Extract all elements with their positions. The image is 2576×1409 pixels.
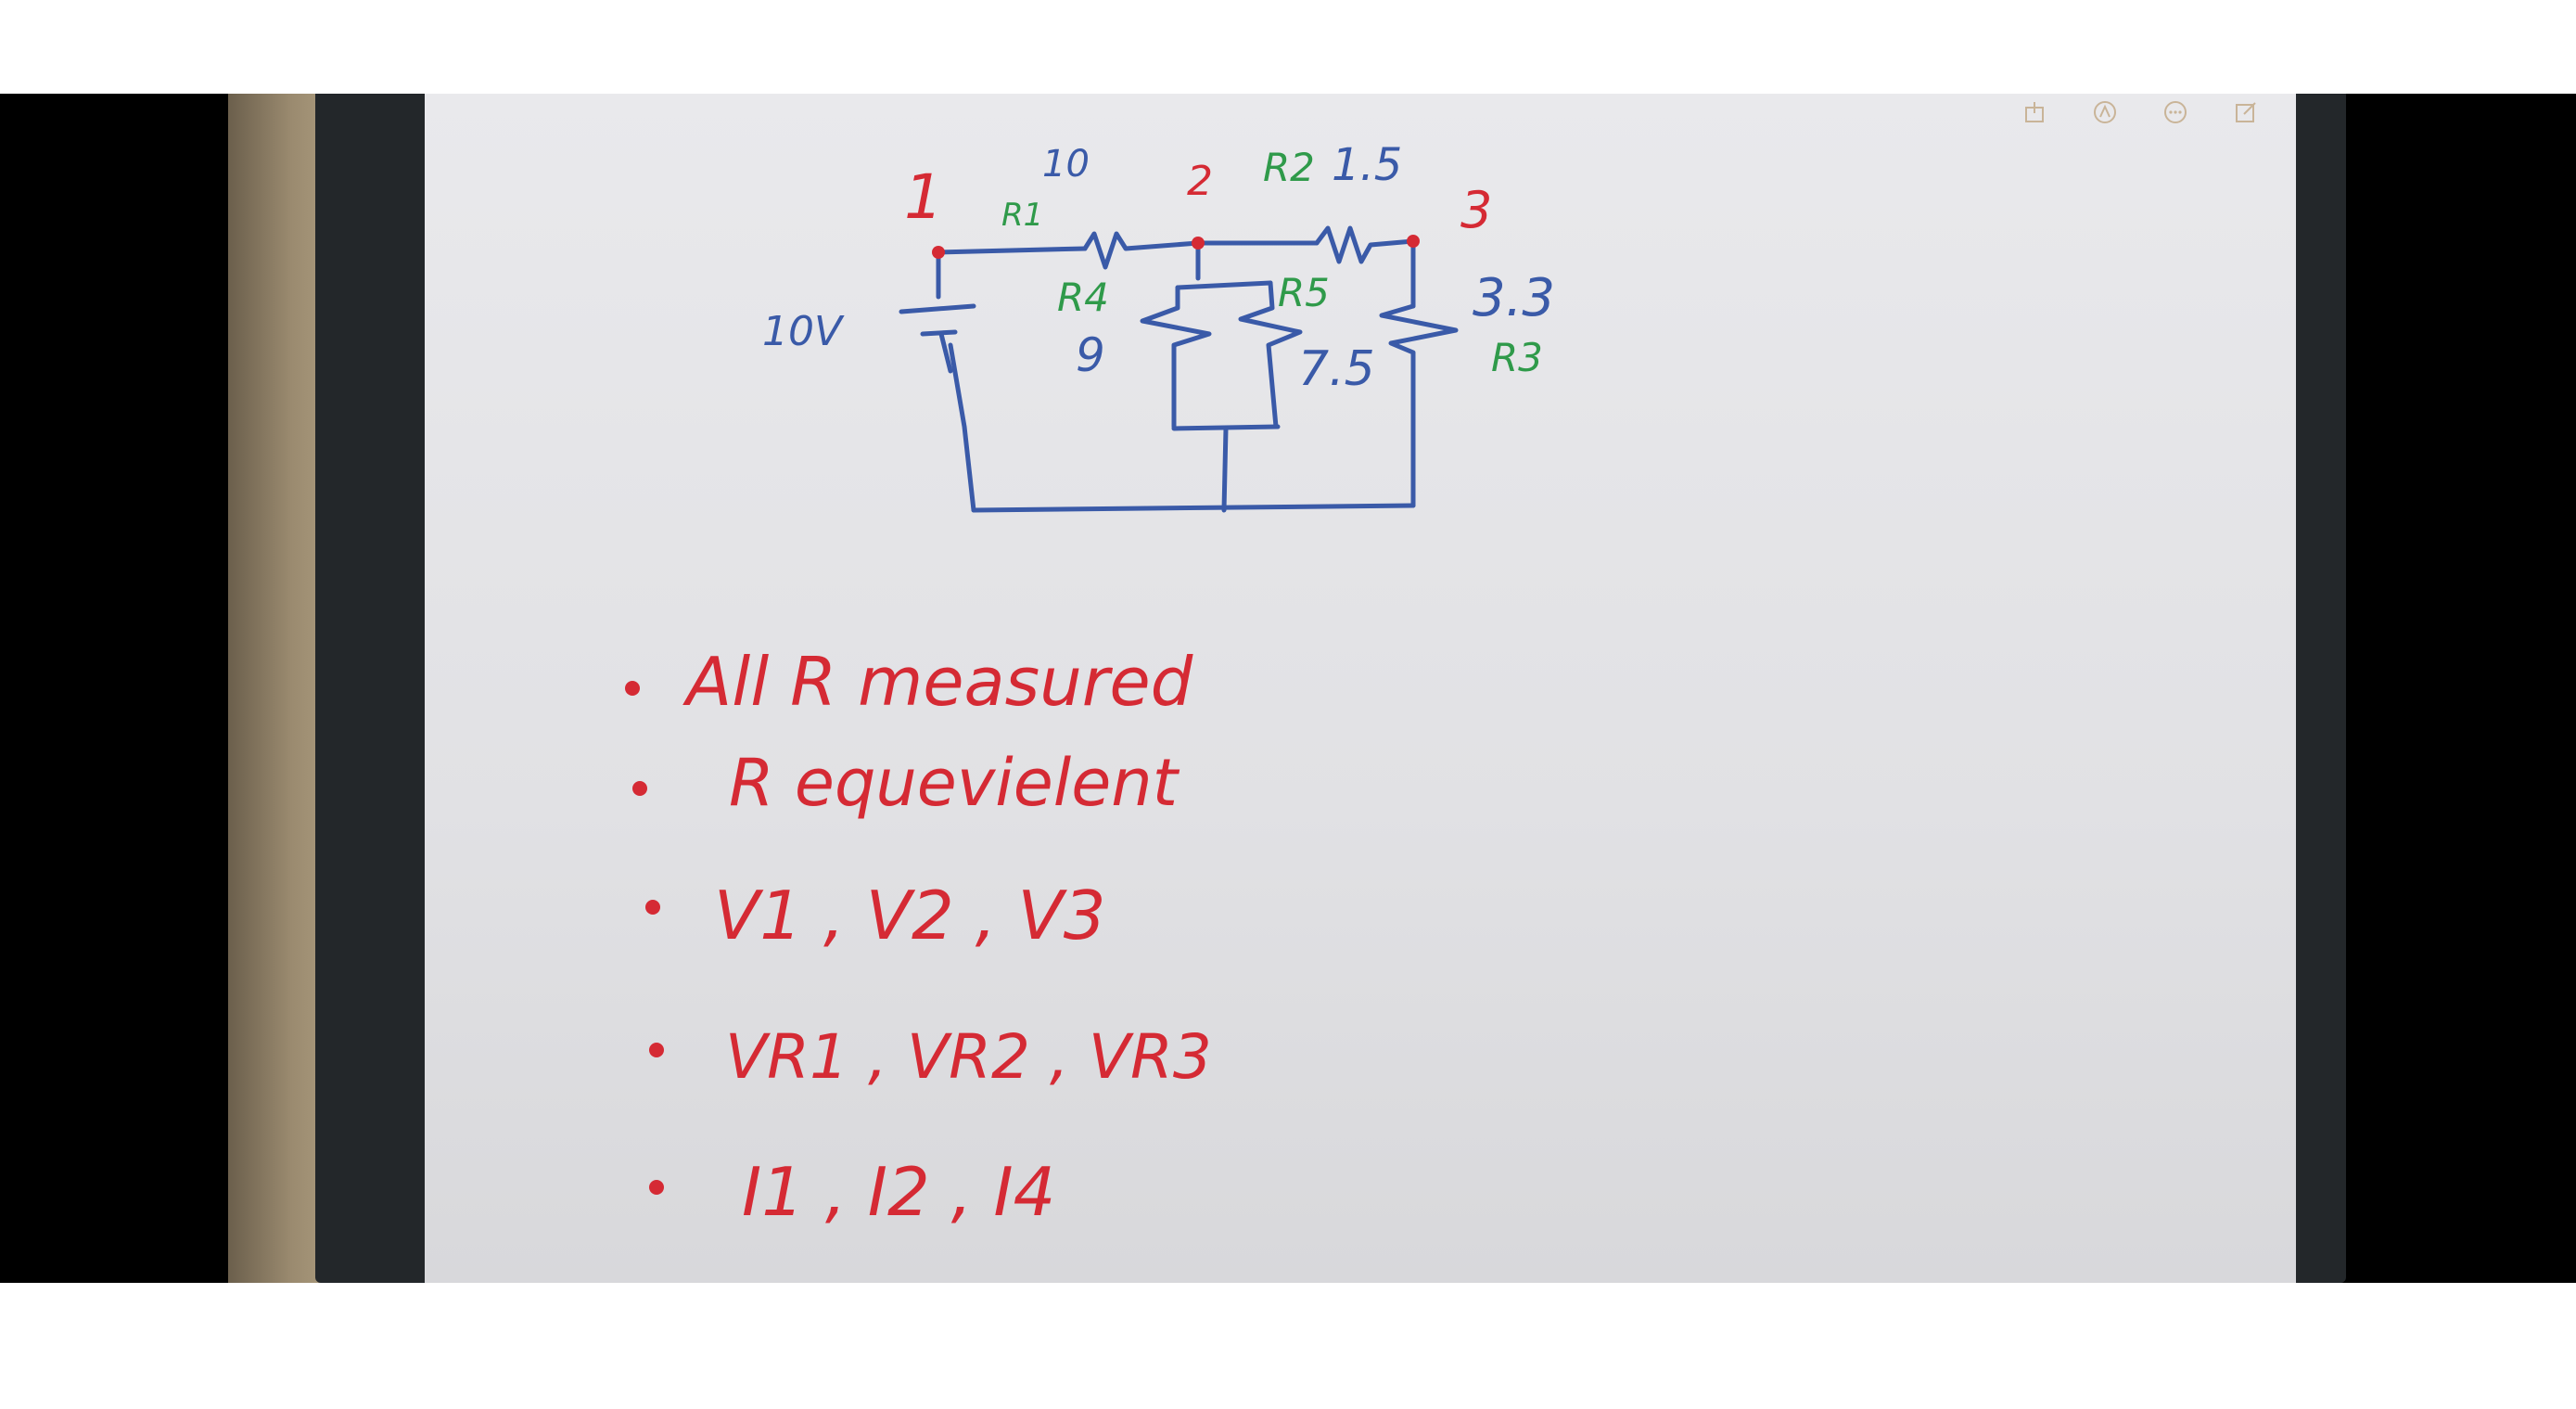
note-item-5: I1 , I2 , I4 <box>742 1153 1055 1231</box>
edit-icon[interactable] <box>2233 99 2259 125</box>
wire-parallel-to-bottom <box>1221 426 1229 513</box>
battery-plate-short <box>920 329 958 337</box>
r5-name: R5 <box>1278 270 1330 315</box>
share-icon[interactable] <box>2021 99 2047 125</box>
wire-top-left <box>936 246 1088 255</box>
r3-name: R3 <box>1491 335 1543 380</box>
resistor-r5-symbol <box>1238 280 1303 429</box>
r4-name: R4 <box>1057 275 1109 320</box>
more-icon[interactable] <box>2162 99 2188 125</box>
resistor-r4-symbol <box>1140 285 1212 429</box>
parallel-box-top <box>1175 280 1273 290</box>
photo-background <box>0 94 2576 1283</box>
battery-plate-long <box>899 303 976 314</box>
note-item-1: All R measured <box>682 643 1194 721</box>
node-1-dot <box>932 246 945 259</box>
resistor-r3-symbol <box>1379 303 1459 508</box>
node-2-dot <box>1192 237 1205 250</box>
r4-value: 9 <box>1076 328 1105 382</box>
notes-screen <box>425 94 2296 1283</box>
node-1-label: 1 <box>904 161 943 233</box>
pen-mode-icon[interactable] <box>2092 99 2118 125</box>
node-2-label: 2 <box>1187 158 1213 205</box>
wire-battery-down <box>938 331 953 374</box>
bullet-3 <box>645 900 660 915</box>
node-3-dot <box>1407 235 1420 248</box>
source-voltage-label: 10V <box>762 308 845 355</box>
note-item-2: R equevielent <box>729 745 1180 821</box>
bullet-1 <box>625 681 640 696</box>
note-item-4: VR1 , VR2 , VR3 <box>725 1021 1212 1093</box>
bullet-4 <box>649 1043 664 1057</box>
r5-value: 7.5 <box>1298 341 1375 397</box>
wire-left-lower <box>948 342 976 513</box>
node-3-label: 3 <box>1460 181 1492 239</box>
notes-toolbar <box>2021 94 2259 131</box>
bullet-5 <box>649 1180 664 1195</box>
r3-value: 3.3 <box>1473 268 1555 328</box>
r2-name: R2 <box>1263 145 1315 190</box>
r1-value: 10 <box>1042 143 1090 186</box>
resistor-r2-symbol <box>1314 225 1416 264</box>
circuit-diagram <box>899 225 1459 513</box>
wire-bottom <box>971 503 1416 513</box>
note-item-3: V1 , V2 , V3 <box>714 877 1106 954</box>
notes-list: All R measured R equevielent V1 , V2 , V… <box>625 643 1212 1231</box>
r2-value: 1.5 <box>1332 139 1402 191</box>
r1-name: R1 <box>1001 197 1043 234</box>
resistor-r1-symbol <box>1082 231 1201 270</box>
bullet-2 <box>632 781 647 796</box>
